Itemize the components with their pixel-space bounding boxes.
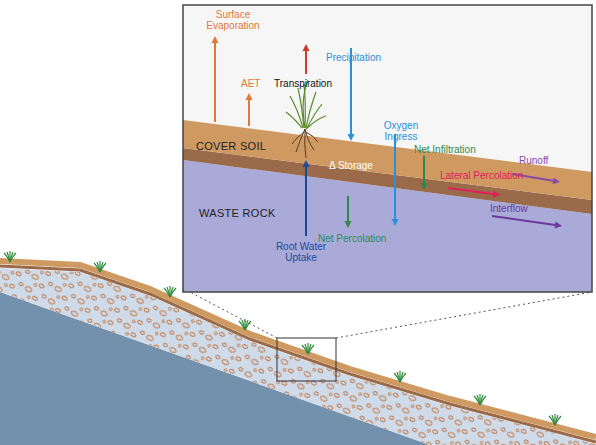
arrow-head xyxy=(555,222,562,229)
flux-arrow xyxy=(214,43,216,122)
zoom-box xyxy=(277,338,336,381)
flux-label: Root Water Uptake xyxy=(272,241,330,263)
flux-label: Oxygen Ingress xyxy=(378,120,424,142)
flux-arrow xyxy=(347,196,349,221)
band-label: COVER SOIL xyxy=(196,140,266,152)
arrow-head xyxy=(348,134,355,141)
flux-arrow xyxy=(305,167,307,236)
arrow-head xyxy=(553,177,560,184)
arrow-head xyxy=(493,191,500,198)
arrow-head xyxy=(303,44,310,51)
flux-label: AET xyxy=(241,78,260,89)
flux-arrow xyxy=(423,156,425,183)
flux-label: Interflow xyxy=(490,203,528,214)
flux-label: Runoff xyxy=(519,155,548,166)
arrow-head xyxy=(421,183,428,190)
band-label: WASTE ROCK xyxy=(199,207,276,219)
waste-rock-band: WASTE ROCK xyxy=(199,203,278,221)
flux-label: Transpiration xyxy=(274,78,332,89)
zoom-leader xyxy=(336,292,592,338)
cover-soil-band xyxy=(183,120,592,200)
flux-label: Net Infiltration xyxy=(414,144,476,155)
flux-arrow xyxy=(394,134,396,219)
zoom-leader xyxy=(190,292,277,338)
inset-sky xyxy=(183,5,592,292)
flux-arrow xyxy=(492,216,555,225)
flux-arrow xyxy=(305,51,307,74)
flux-arrow xyxy=(248,100,250,126)
arrow-head xyxy=(345,221,352,228)
arrow-head xyxy=(246,93,253,100)
cover-soil-band: COVER SOIL xyxy=(196,136,269,154)
flux-arrow xyxy=(448,188,493,194)
flux-label: Lateral Percolation xyxy=(440,170,523,181)
flux-label: Precipitation xyxy=(326,52,381,63)
flux-arrows xyxy=(212,36,563,236)
arrow-head xyxy=(303,160,310,167)
arrow-head xyxy=(392,219,399,226)
flux-label: Net Percolation xyxy=(318,233,386,244)
flux-label: Surface Evaporation xyxy=(202,9,264,31)
inset-frame xyxy=(183,5,592,292)
plant-roots xyxy=(292,129,318,158)
flux-label: Δ Storage xyxy=(329,160,373,171)
arrow-head xyxy=(212,36,219,43)
